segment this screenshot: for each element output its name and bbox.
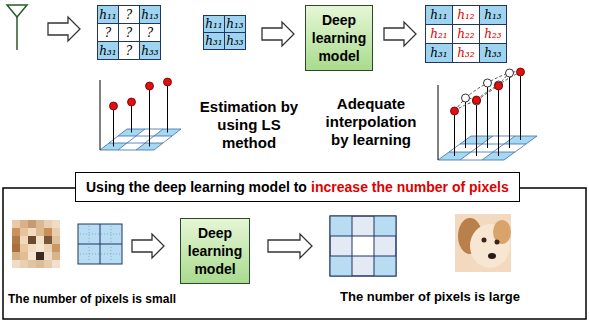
box-text: Using the deep learning model to: [86, 179, 307, 195]
low-res-grid: [78, 224, 122, 264]
matrix-cell: h₃₃: [479, 43, 507, 63]
pixel-caption: The number of pixels is small: [8, 292, 176, 307]
highlight-text: increase the number of pixels: [311, 179, 509, 195]
matrix-cell: h₁₃: [224, 15, 246, 33]
banner-box: Using the deep learning model toincrease…: [75, 172, 520, 202]
section-frame: [3, 188, 586, 319]
matrix-cell: h₃₁: [97, 41, 119, 60]
antenna-icon: [7, 5, 27, 50]
model-box: Deep learning model: [305, 5, 373, 71]
matrix-cell: h₃₁: [425, 43, 453, 63]
matrix-cell: h₃₂: [452, 43, 480, 63]
matrix-cell: h₂₂: [452, 24, 480, 44]
matrix-cell: ?: [97, 23, 119, 42]
high-res-grid: [330, 216, 396, 276]
matrix-cell: h₃₁: [203, 32, 225, 50]
pixel-caption: The number of pixels is large: [340, 289, 520, 305]
model-box: Deep learning model: [180, 218, 250, 284]
matrix-cell: h₃₃: [139, 41, 161, 60]
matrix-cell: h₃₃: [224, 32, 246, 50]
matrix-cell: h₁₁: [203, 15, 225, 33]
matrix-cell: h₁₃: [139, 5, 161, 24]
box-text: Deep learning model: [188, 225, 242, 277]
low-res-dog: [12, 220, 60, 268]
text-holder: Deep learning model: [184, 224, 246, 278]
method-caption: Estimation by using LS method: [190, 98, 308, 152]
matrix-cell: ?: [118, 5, 140, 24]
ls-estimate-plot: [100, 78, 181, 150]
matrix-cell: h₁₃: [479, 5, 507, 25]
matrix-cell: h₁₁: [97, 5, 119, 24]
matrix-cell: h₁₁: [425, 5, 453, 25]
matrix-cell: h₂₁: [425, 24, 453, 44]
text-holder: Deep learning model: [309, 11, 369, 65]
matrix-cell: ?: [118, 23, 140, 42]
interpolated-plot: [438, 68, 537, 160]
matrix-cell: ?: [139, 23, 161, 42]
method-caption: Adequate interpolation by learning: [318, 95, 424, 149]
matrix-cell: ?: [118, 41, 140, 60]
box-text: Deep learning model: [312, 12, 366, 64]
matrix-cell: h₁₂: [452, 5, 480, 25]
high-res-dog: [455, 214, 511, 272]
matrix-cell: h₂₃: [479, 24, 507, 44]
